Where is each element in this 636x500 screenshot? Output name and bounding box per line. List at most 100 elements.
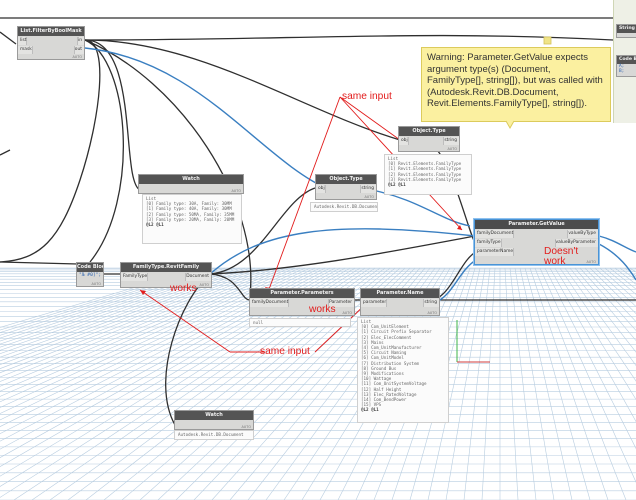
lacing-label: AUTO [447,147,457,151]
code-block-node[interactable]: Code Block "Љ #0]"; AUTO [76,262,104,287]
input-port-mask[interactable]: mask [18,46,33,54]
lacing-label: AUTO [72,55,82,59]
annotation-works-left: works [170,283,197,294]
node-title: Watch [139,175,243,184]
parameter-parameters-preview: null [249,318,351,327]
preview-footer: @L2 @L1 [146,222,164,228]
grid-line [0,267,241,351]
watch-node-bottom[interactable]: Watch AUTO [174,410,254,430]
grid-line [519,267,573,500]
wire [0,31,17,45]
preview-item: [11] Com_UnitSystemVoltage [361,381,427,387]
input-port-obj[interactable]: obj [399,137,409,145]
preview-item: [2] Revit.Elements.FamilyType [388,171,462,177]
wire [84,39,252,297]
grid-line [584,267,636,322]
preview-text: Autodesk.Revit.DB.Document [178,432,244,437]
output-port-in[interactable]: in [76,37,84,45]
output-port-document[interactable]: Document [185,273,211,281]
annotation-same-input-bottom: same input [260,346,310,357]
grid-line [504,267,519,500]
wire [439,259,477,301]
object-type-node-mid[interactable]: Object.Type obj string AUTO [315,174,377,200]
grid-line [481,267,496,500]
grid-line [0,267,221,339]
familytype-revitfamily-node[interactable]: FamilyType.RevitFamily FamilyType Docume… [120,262,212,288]
node-title: FamilyType.RevitFamily [121,263,211,272]
grid-line [0,267,266,369]
grid-line [579,267,636,331]
arrowhead [140,290,146,295]
grid-line [0,267,246,355]
object-type-node-top[interactable]: Object.Type obj string AUTO [398,126,460,152]
preview-item: [5] Circuit Naming [361,350,407,356]
wire [0,39,101,263]
warning-text: Warning: Parameter.GetValue expects argu… [427,52,603,110]
grid-line [564,267,636,366]
preview-item: [0] Family type: 30A, Family: 30MM [146,201,232,207]
parameter-parameters-node[interactable]: Parameter.Parameters familyDocument Para… [249,288,355,316]
code-text[interactable]: "Љ #0]"; [79,273,102,278]
grid-line [539,267,636,483]
node-title: Parameter.Name [361,289,439,298]
input-port-list[interactable]: list [18,37,28,45]
watch-top-preview: List [0] Family type: 30A, Family: 30MM … [142,194,242,244]
preview-item: [0] Com_UnitElement [361,324,409,330]
grid-line [0,267,201,328]
grid-line [0,267,321,427]
input-port-parametername[interactable]: parameterName [475,248,515,256]
preview-item: [4] Com_UnitManufacturer [361,345,422,351]
output-port-string[interactable]: string [360,185,376,193]
code-line: A; [619,64,625,69]
filter-by-bool-mask-node[interactable]: List.FilterByBoolMask list mask in out A… [17,26,85,60]
input-port-familydocument[interactable]: familyDocument [250,299,290,307]
output-port-valuebyparameter[interactable]: valueByParameter [554,239,598,247]
preview-item: [12] Half Height [361,386,402,392]
grid-line [514,267,555,500]
output-port-string[interactable]: string [443,137,459,145]
grid-line [0,267,281,382]
preview-item: [8] Ground Bus [361,365,397,371]
input-port-obj[interactable]: obj [316,185,326,193]
output-port-out[interactable]: out [73,46,84,54]
grid-line [0,267,271,374]
input-port-familytype[interactable]: familyType [475,239,502,247]
parameter-name-node[interactable]: Parameter.Name parameter string AUTO [360,288,440,316]
grid-line [589,267,636,315]
wire [209,273,251,301]
preview-item: [7] Distribution System [361,360,419,366]
node-title: Code Block [77,263,103,272]
grid-line [0,267,311,414]
output-port-string[interactable]: string [423,299,439,307]
grid-line [0,267,276,378]
lacing-label: AUTO [364,195,374,199]
annotation-works-right: works [309,304,336,315]
grid-line [0,267,306,408]
annotation-arrow [139,289,231,353]
preview-header: List [388,156,399,161]
parameter-getvalue-node[interactable]: Parameter.GetValue familyDocument family… [474,219,599,265]
lacing-label: AUTO [241,425,251,429]
annotation-same-input-top: same input [342,91,392,102]
grid-line [0,267,236,348]
input-port-familydocument[interactable]: familyDocument [475,230,515,238]
string-from-node[interactable]: String fr [616,24,636,38]
parameter-name-preview[interactable]: List [0] Com_UnitElement [1] Circuit Pre… [357,317,449,423]
lacing-label: AUTO [586,260,596,264]
input-port-parameter[interactable]: parameter [361,299,388,307]
watch-node-top[interactable]: Watch AUTO [138,174,244,194]
preview-item: [15] VPS [361,402,382,408]
input-port-familytype[interactable]: FamilyType [121,273,149,281]
code-block-node-right[interactable]: Code Bl A; B; [616,55,636,77]
grid-line [0,267,211,333]
grid-line [0,267,301,403]
wire [0,149,11,156]
output-port-valuebytype[interactable]: valueByType [567,230,598,238]
output-port-parameter[interactable]: Parameter [328,299,354,307]
grid-line [0,267,286,387]
node-title: Object.Type [316,175,376,184]
grid-line [509,267,537,500]
preview-header: List [361,319,372,324]
grid-line [569,267,636,353]
